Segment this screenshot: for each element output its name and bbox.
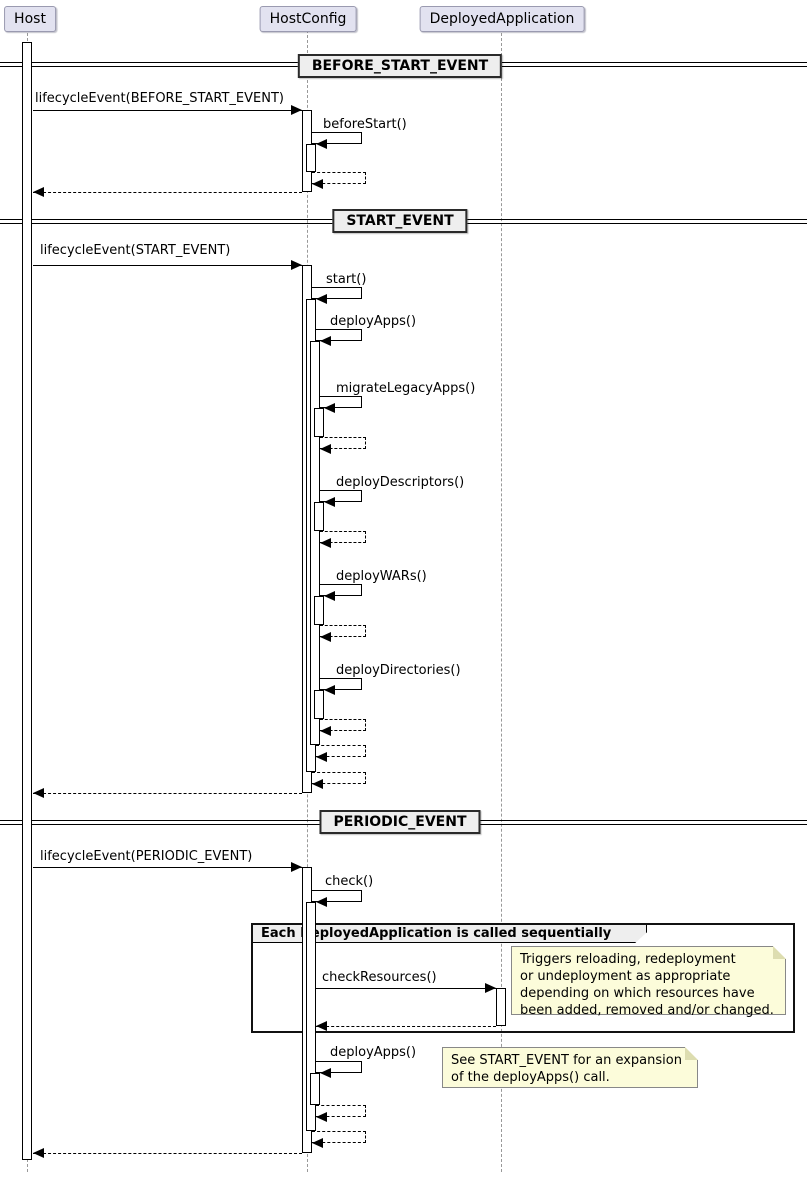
divider-before-start-event: BEFORE_START_EVENT <box>297 54 503 78</box>
message-arrow <box>33 265 302 266</box>
arrowhead-icon <box>324 403 335 413</box>
activation-hostconfig <box>310 1073 320 1105</box>
self-return <box>320 625 366 637</box>
group-frame: Each DeployedApplication is called seque… <box>251 923 795 1033</box>
arrowhead-icon <box>316 294 327 304</box>
arrowhead-icon <box>324 685 335 695</box>
lifeline-deployedapplication <box>501 33 502 1172</box>
note-check-resources: Triggers reloading, redeployment or unde… <box>511 946 786 1018</box>
return-arrow <box>33 1153 302 1154</box>
activation-hostconfig <box>306 144 316 172</box>
self-return <box>316 745 366 757</box>
group-header: Each DeployedApplication is called seque… <box>253 925 647 943</box>
arrowhead-icon <box>324 591 335 601</box>
participant-deployedapplication: DeployedApplication <box>419 6 585 32</box>
arrowhead-icon <box>320 1068 331 1078</box>
message-label: deployApps() <box>330 314 417 329</box>
self-return <box>320 719 366 731</box>
arrowhead-icon <box>320 336 331 346</box>
self-return <box>312 1131 366 1143</box>
arrowhead-icon <box>33 1148 44 1158</box>
message-label: check() <box>325 874 374 889</box>
message-label: deployWARs() <box>336 569 427 584</box>
self-call <box>312 890 362 902</box>
divider-periodic-event: PERIODIC_EVENT <box>319 810 481 834</box>
participant-host: Host <box>4 6 56 32</box>
self-return <box>312 772 366 784</box>
activation-hostconfig <box>310 341 320 745</box>
arrowhead-icon <box>485 983 496 993</box>
arrowhead-icon <box>312 1138 323 1148</box>
arrowhead-icon <box>312 179 323 189</box>
self-return <box>320 531 366 543</box>
message-label: checkResources() <box>322 970 437 985</box>
message-label: deployApps() <box>330 1045 417 1060</box>
self-call <box>312 132 362 144</box>
self-call <box>320 678 362 690</box>
activation-host <box>22 42 32 1160</box>
arrowhead-icon <box>291 862 302 872</box>
arrowhead-icon <box>316 1112 327 1122</box>
return-arrow <box>33 793 302 794</box>
message-label: deployDirectories() <box>336 663 461 678</box>
message-arrow <box>33 867 302 868</box>
message-arrow <box>316 988 496 989</box>
self-return <box>316 1105 366 1117</box>
self-call <box>312 287 362 299</box>
message-label: lifecycleEvent(START_EVENT) <box>40 243 231 258</box>
message-label: start() <box>326 272 367 287</box>
message-label: lifecycleEvent(BEFORE_START_EVENT) <box>35 91 284 106</box>
message-arrow <box>33 110 302 111</box>
arrowhead-icon <box>33 788 44 798</box>
message-label: beforeStart() <box>323 117 407 132</box>
message-label: migrateLegacyApps() <box>336 381 476 396</box>
activation-hostconfig <box>314 502 324 531</box>
activation-hostconfig <box>314 596 324 625</box>
arrowhead-icon <box>316 897 327 907</box>
self-call <box>316 329 362 341</box>
arrowhead-icon <box>33 187 44 197</box>
arrowhead-icon <box>316 1021 327 1031</box>
self-call <box>316 1061 362 1073</box>
arrowhead-icon <box>291 105 302 115</box>
return-arrow <box>33 192 302 193</box>
message-label: deployDescriptors() <box>336 475 465 490</box>
activation-hostconfig <box>314 690 324 719</box>
note-deploy-apps: See START_EVENT for an expansion of the … <box>442 1047 698 1088</box>
arrowhead-icon <box>320 444 331 454</box>
arrowhead-icon <box>320 726 331 736</box>
arrowhead-icon <box>320 632 331 642</box>
arrowhead-icon <box>324 497 335 507</box>
self-return <box>312 172 366 184</box>
self-return <box>320 437 366 449</box>
arrowhead-icon <box>316 139 327 149</box>
return-arrow <box>316 1026 496 1027</box>
activation-hostconfig <box>306 902 316 1131</box>
activation-hostconfig <box>314 408 324 437</box>
arrowhead-icon <box>320 538 331 548</box>
message-label: lifecycleEvent(PERIODIC_EVENT) <box>40 849 253 864</box>
arrowhead-icon <box>312 779 323 789</box>
participant-hostconfig: HostConfig <box>259 6 357 32</box>
group-label: Each DeployedApplication is called seque… <box>261 926 612 941</box>
activation-deployedapplication <box>496 988 506 1026</box>
self-call <box>320 396 362 408</box>
self-call <box>320 490 362 502</box>
arrowhead-icon <box>316 752 327 762</box>
divider-start-event: START_EVENT <box>332 209 468 233</box>
arrowhead-icon <box>291 260 302 270</box>
self-call <box>320 584 362 596</box>
